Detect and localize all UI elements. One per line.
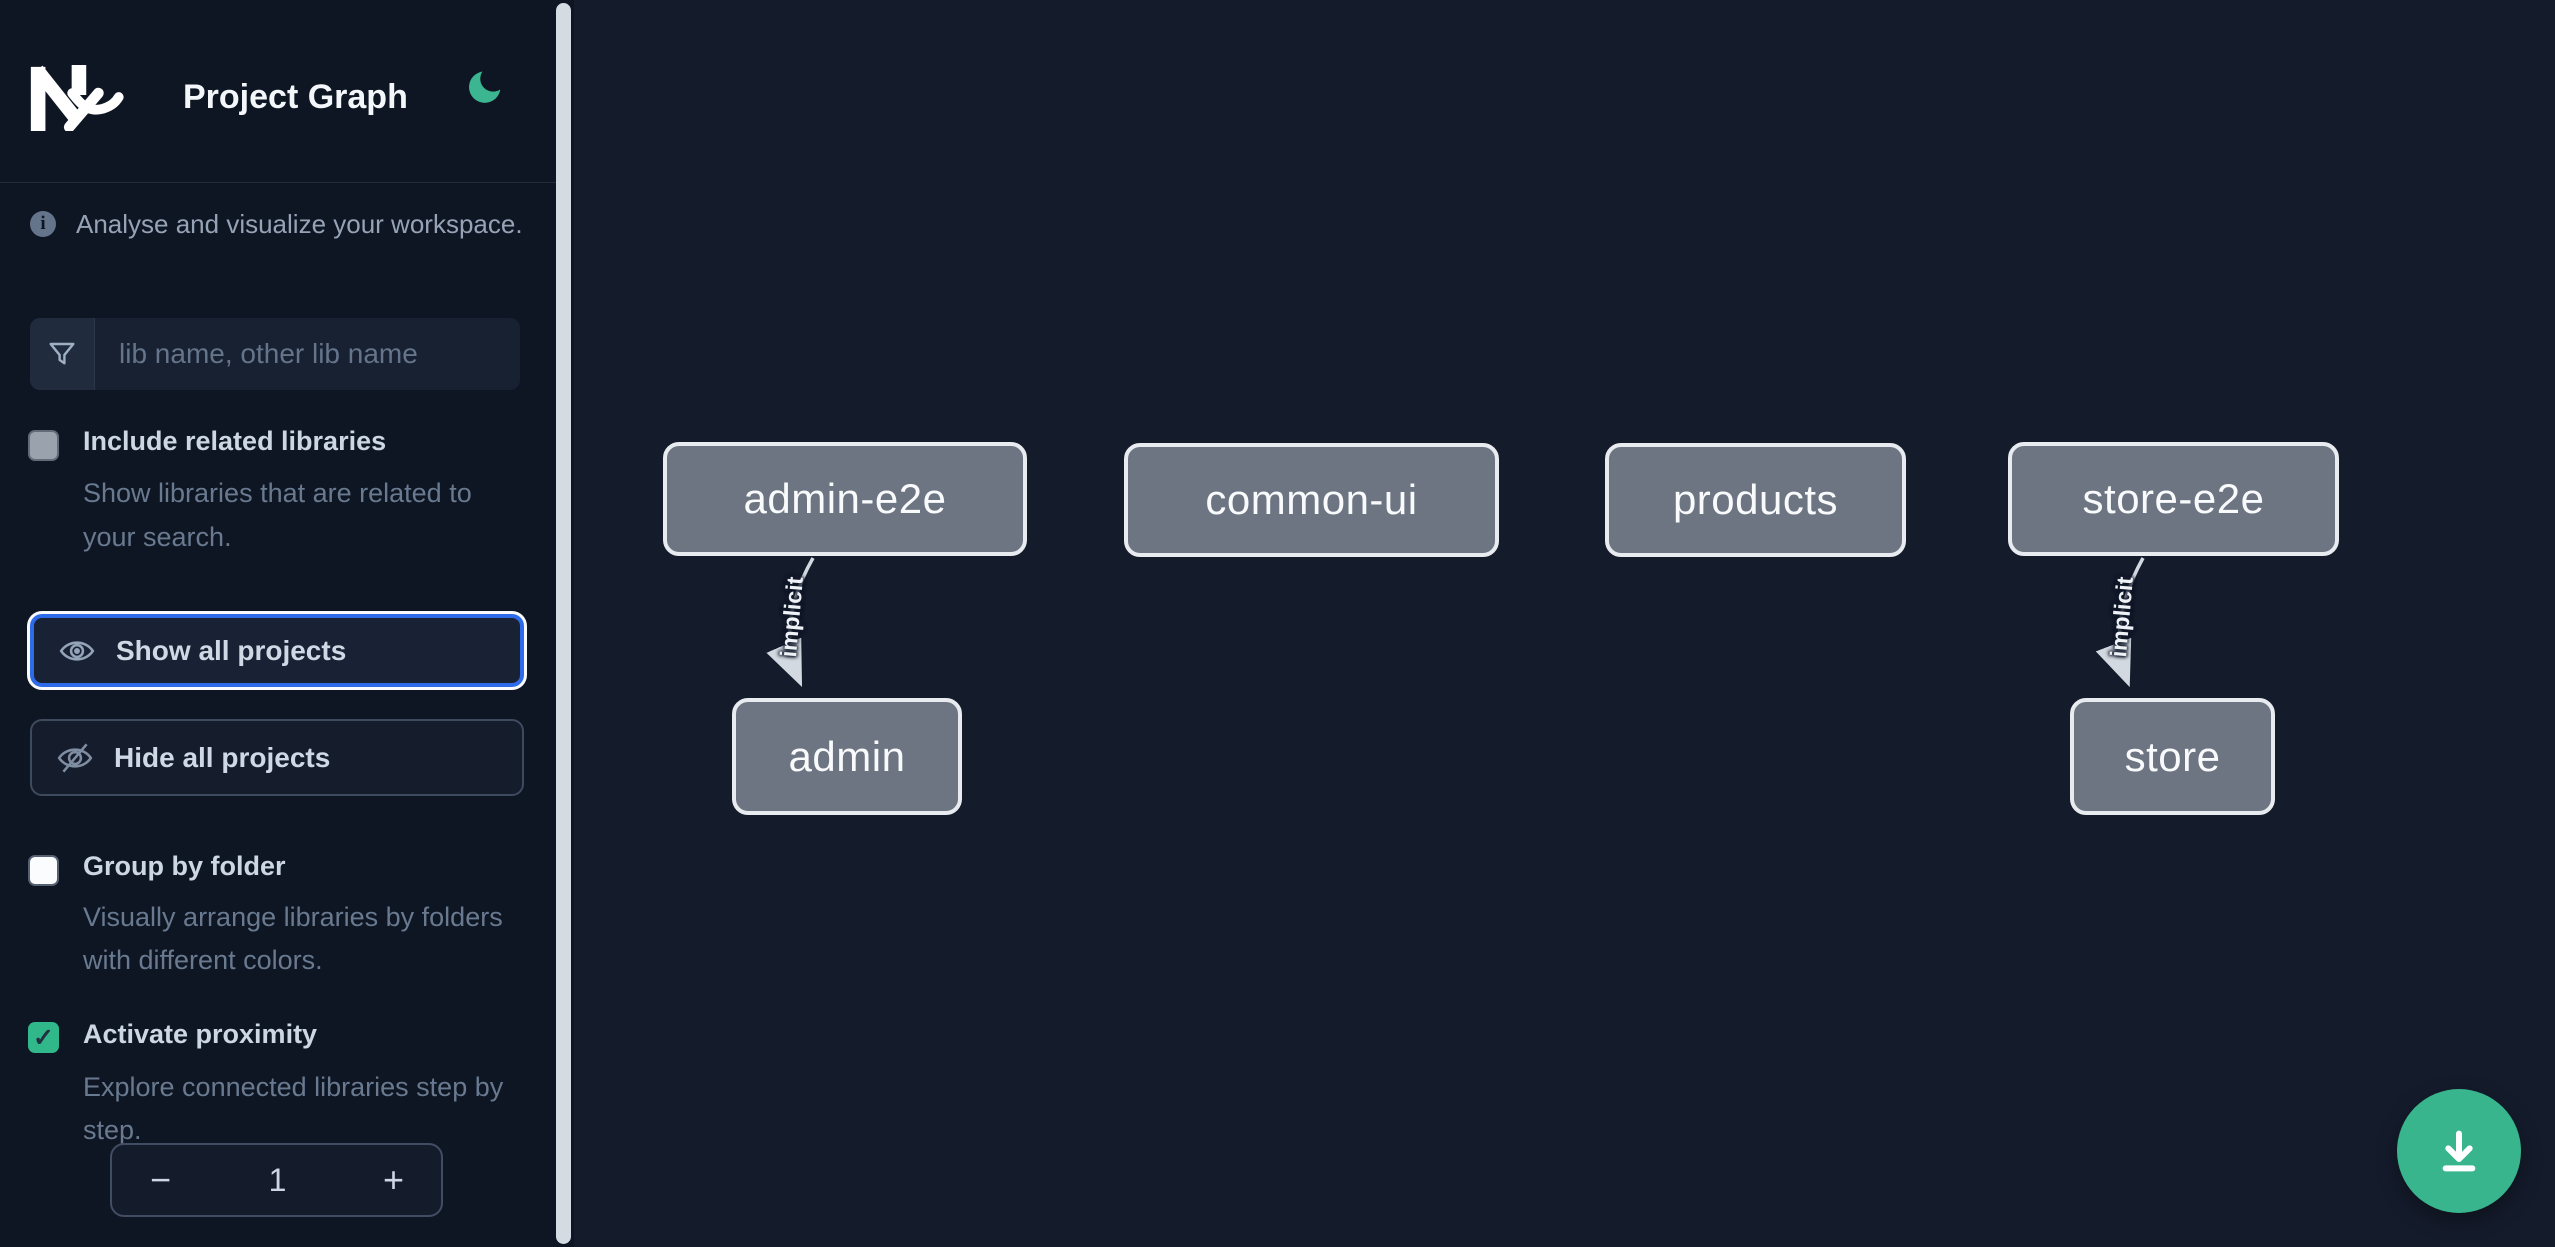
proximity-depth-value: 1 xyxy=(268,1161,287,1198)
increment-button[interactable]: + xyxy=(346,1145,441,1215)
proximity-depth-stepper: − 1 + xyxy=(110,1143,443,1217)
graph-node-admin-e2e[interactable]: admin-e2e xyxy=(663,442,1027,556)
filter-projects-input[interactable] xyxy=(95,318,520,390)
group-by-folder-checkbox[interactable] xyxy=(28,855,59,886)
info-icon: i xyxy=(30,211,56,237)
download-icon xyxy=(2442,1130,2476,1172)
activate-proximity-checkbox[interactable]: ✓ xyxy=(28,1022,59,1053)
activate-proximity-label: Activate proximity xyxy=(83,1019,318,1049)
moon-icon xyxy=(469,65,507,103)
edge-label-implicit: implicit xyxy=(775,575,808,659)
group-by-folder-description: Visually arrange libraries by folders wi… xyxy=(83,902,503,975)
graph-node-common-ui[interactable]: common-ui xyxy=(1124,443,1499,557)
eye-off-icon xyxy=(57,742,93,773)
edge-label-implicit: implicit xyxy=(2105,575,2138,659)
show-all-projects-button[interactable]: Show all projects xyxy=(30,614,524,687)
checkmark-icon: ✓ xyxy=(33,1023,54,1052)
show-all-projects-label: Show all projects xyxy=(116,634,347,666)
search-bar xyxy=(30,318,520,390)
hide-all-projects-label: Hide all projects xyxy=(114,741,331,773)
page-title: Project Graph xyxy=(183,78,408,116)
group-by-folder-label: Group by folder xyxy=(83,851,286,881)
graph-node-store[interactable]: store xyxy=(2070,698,2275,815)
nx-logo xyxy=(30,64,124,131)
include-related-checkbox[interactable] xyxy=(28,430,59,461)
include-related-label: Include related libraries xyxy=(83,426,387,456)
graph-node-products[interactable]: products xyxy=(1605,443,1906,557)
hide-all-projects-button[interactable]: Hide all projects xyxy=(30,719,524,796)
filter-funnel-icon xyxy=(30,318,95,390)
info-text: Analyse and visualize your workspace. xyxy=(76,209,523,239)
dark-mode-toggle[interactable] xyxy=(466,65,508,108)
sidebar-scrollbar[interactable] xyxy=(556,3,571,1244)
include-related-description: Show libraries that are related to your … xyxy=(83,478,472,552)
activate-proximity-description: Explore connected libraries step by step… xyxy=(83,1072,504,1145)
download-image-button[interactable] xyxy=(2397,1089,2521,1213)
header-divider xyxy=(0,182,556,183)
graph-node-store-e2e[interactable]: store-e2e xyxy=(2008,442,2339,556)
eye-icon xyxy=(59,640,95,661)
sidebar: Project Graph i Analyse and visualize yo… xyxy=(0,0,574,1247)
graph-node-admin[interactable]: admin xyxy=(732,698,962,815)
decrement-button[interactable]: − xyxy=(112,1145,209,1215)
